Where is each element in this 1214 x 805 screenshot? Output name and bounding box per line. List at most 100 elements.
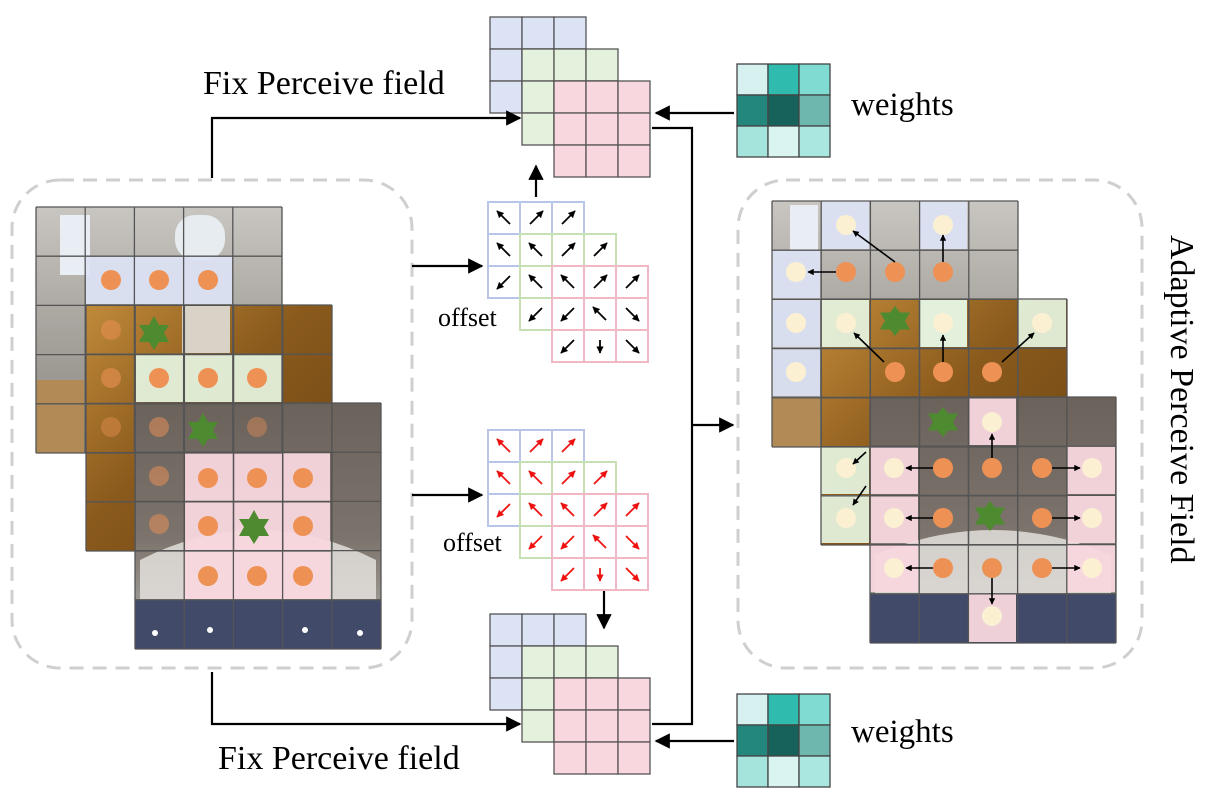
sample-dot — [149, 466, 169, 486]
offset-dot — [884, 508, 904, 528]
kernel-cell — [489, 677, 523, 711]
offset-grid-top — [487, 201, 649, 363]
offset-label-top: offset — [438, 303, 497, 332]
offset-arrow — [561, 470, 576, 485]
output-grid-lines — [771, 200, 1117, 644]
fix-perceive-label-bottom: Fix Perceive field — [218, 740, 460, 777]
weight-cell — [798, 63, 831, 96]
sample-dot — [933, 458, 953, 478]
sample-dot — [293, 516, 313, 536]
sampling-arrow — [852, 485, 867, 506]
offset-dot — [884, 458, 904, 478]
sample-dot — [247, 468, 267, 488]
kernel-cell — [553, 613, 587, 647]
offset-arrow — [560, 567, 575, 582]
kernel-cell — [521, 677, 555, 711]
sample-dot — [933, 362, 953, 382]
kernel-cell — [585, 709, 619, 743]
kernel-cell — [489, 48, 523, 82]
offset-arrow — [625, 502, 640, 517]
kernel-cell — [521, 112, 555, 146]
kernel-cell — [553, 709, 587, 743]
offset-arrow — [561, 210, 576, 225]
adaptive-perceive-label: Adaptive Perceive Field — [1163, 235, 1200, 564]
offset-arrow — [528, 535, 543, 550]
offset-arrow — [528, 502, 543, 517]
sample-dot — [836, 262, 856, 282]
kernel-cell — [521, 80, 555, 114]
weights-grid-bottom — [736, 693, 831, 788]
sample-dot — [101, 417, 121, 437]
weight-cell — [767, 94, 800, 127]
offset-arrow — [625, 274, 640, 289]
offset-dot — [1082, 508, 1102, 528]
weight-cell — [767, 755, 800, 788]
kernel-cell — [553, 144, 587, 178]
offset-arrow — [625, 567, 640, 582]
kernel-cell — [585, 645, 619, 679]
offset-dot — [786, 362, 806, 382]
sample-dot — [247, 566, 267, 586]
star-icon — [139, 316, 169, 350]
offset-dot — [1082, 458, 1102, 478]
offset-dot — [982, 412, 1002, 432]
sampling-arrow — [852, 451, 867, 465]
offset-arrow — [593, 470, 608, 485]
adaptive-sampling-marks — [786, 215, 1102, 626]
offset-arrow — [592, 534, 607, 549]
fixed-kernel-stack-bottom — [489, 613, 651, 775]
kernel-cell — [617, 112, 651, 146]
input-panel — [10, 178, 414, 670]
kernel-cell — [521, 645, 555, 679]
offset-arrow — [560, 274, 575, 289]
star-icon — [239, 510, 269, 544]
sample-dot — [1032, 458, 1052, 478]
sample-dot — [247, 417, 267, 437]
offset-arrow — [529, 438, 544, 453]
weight-cell — [798, 724, 831, 757]
sampling-arrow — [853, 332, 885, 363]
weight-cell — [736, 724, 769, 757]
weight-cell — [767, 125, 800, 158]
star-icon — [975, 501, 1005, 531]
offset-dot — [786, 313, 806, 333]
offset-arrow — [592, 306, 607, 321]
weight-cell — [767, 693, 800, 726]
weight-cell — [767, 63, 800, 96]
weights-label-bottom: weights — [851, 714, 954, 750]
kernel-cell — [489, 80, 523, 114]
sample-dot — [149, 417, 169, 437]
kernel-cell — [585, 741, 619, 775]
sample-dot — [198, 468, 218, 488]
sample-dot — [1032, 508, 1052, 528]
weight-cell — [798, 94, 831, 127]
kernel-cell — [617, 144, 651, 178]
kernel-cell — [617, 741, 651, 775]
fix-perceive-label-top: Fix Perceive field — [203, 65, 445, 102]
arrow-fix-top — [210, 110, 522, 178]
sampling-arrow — [1001, 332, 1035, 363]
merge-line — [652, 126, 694, 726]
offset-arrow — [561, 438, 576, 453]
offset-arrow — [560, 339, 575, 354]
kernel-cell — [521, 709, 555, 743]
offset-dot — [786, 262, 806, 282]
kernel-cell — [521, 613, 555, 647]
offset-dot — [884, 558, 904, 578]
sample-dot — [149, 270, 169, 290]
star-icon — [188, 413, 218, 447]
weights-grid-top — [736, 63, 831, 158]
kernel-cell — [489, 613, 523, 647]
kernel-cell — [553, 677, 587, 711]
offset-arrow — [496, 210, 511, 225]
kernel-cell — [617, 80, 651, 114]
sample-dot — [293, 468, 313, 488]
kernel-cell — [489, 16, 523, 50]
sample-dot — [101, 368, 121, 388]
input-grid-lines — [35, 206, 382, 650]
offset-dot — [836, 508, 856, 528]
star-icon — [928, 407, 958, 437]
offset-arrow — [561, 242, 576, 257]
offset-arrow — [496, 503, 511, 518]
offset-dot — [933, 215, 953, 235]
